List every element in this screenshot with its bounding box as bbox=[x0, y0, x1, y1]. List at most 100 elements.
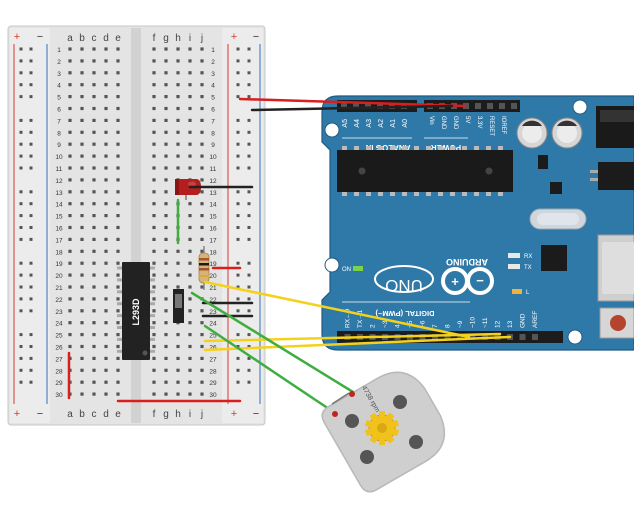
breadboard-hole[interactable] bbox=[80, 214, 84, 218]
breadboard-hole[interactable] bbox=[152, 297, 156, 301]
breadboard-hole[interactable] bbox=[188, 237, 192, 241]
breadboard-hole[interactable] bbox=[200, 130, 204, 134]
rail-hole[interactable] bbox=[19, 95, 23, 99]
breadboard-hole[interactable] bbox=[164, 178, 168, 182]
breadboard-hole[interactable] bbox=[188, 356, 192, 360]
breadboard-hole[interactable] bbox=[116, 344, 120, 349]
breadboard-hole[interactable] bbox=[164, 106, 168, 111]
breadboard-hole[interactable] bbox=[68, 166, 72, 170]
breadboard-hole[interactable] bbox=[200, 154, 204, 158]
slide-switch[interactable] bbox=[173, 289, 184, 323]
rail-hole[interactable] bbox=[19, 47, 23, 51]
breadboard-hole[interactable] bbox=[116, 118, 120, 122]
breadboard-hole[interactable] bbox=[80, 59, 84, 63]
breadboard-hole[interactable] bbox=[92, 237, 96, 241]
breadboard-hole[interactable] bbox=[68, 237, 72, 241]
rail-hole[interactable] bbox=[19, 226, 23, 229]
breadboard-hole[interactable] bbox=[188, 95, 192, 99]
breadboard-hole[interactable] bbox=[80, 249, 84, 253]
rail-hole[interactable] bbox=[29, 333, 33, 337]
rail-hole[interactable] bbox=[19, 309, 23, 313]
breadboard-hole[interactable] bbox=[164, 190, 168, 194]
breadboard-hole[interactable] bbox=[80, 178, 84, 182]
breadboard-hole[interactable] bbox=[104, 380, 108, 384]
breadboard-hole[interactable] bbox=[164, 368, 168, 372]
breadboard-hole[interactable] bbox=[104, 225, 108, 230]
breadboard-hole[interactable] bbox=[104, 106, 108, 111]
breadboard-hole[interactable] bbox=[164, 344, 168, 349]
breadboard-hole[interactable] bbox=[92, 249, 96, 253]
breadboard-hole[interactable] bbox=[200, 166, 204, 170]
rail-hole[interactable] bbox=[247, 154, 251, 158]
rail-hole[interactable] bbox=[29, 202, 33, 206]
breadboard-hole[interactable] bbox=[116, 178, 120, 182]
breadboard-hole[interactable] bbox=[104, 47, 108, 51]
breadboard-hole[interactable] bbox=[80, 118, 84, 122]
rail-hole[interactable] bbox=[19, 154, 23, 158]
rail-hole[interactable] bbox=[236, 368, 240, 372]
rail-hole[interactable] bbox=[247, 261, 251, 265]
breadboard-hole[interactable] bbox=[152, 47, 156, 51]
breadboard-hole[interactable] bbox=[188, 166, 192, 170]
breadboard-hole[interactable] bbox=[200, 47, 204, 51]
rail-hole[interactable] bbox=[247, 273, 251, 277]
breadboard-hole[interactable] bbox=[164, 154, 168, 158]
breadboard-hole[interactable] bbox=[104, 309, 108, 313]
breadboard-hole[interactable] bbox=[68, 130, 72, 134]
rail-hole[interactable] bbox=[247, 71, 251, 75]
breadboard-hole[interactable] bbox=[92, 285, 96, 289]
breadboard-hole[interactable] bbox=[176, 344, 180, 349]
breadboard-hole[interactable] bbox=[80, 225, 84, 230]
breadboard-hole[interactable] bbox=[80, 368, 84, 372]
breadboard-hole[interactable] bbox=[200, 333, 204, 337]
breadboard-hole[interactable] bbox=[80, 202, 84, 206]
rail-hole[interactable] bbox=[19, 130, 23, 134]
rail-hole[interactable] bbox=[236, 226, 240, 229]
breadboard-hole[interactable] bbox=[116, 297, 120, 301]
breadboard-hole[interactable] bbox=[68, 309, 72, 313]
rail-hole[interactable] bbox=[247, 368, 251, 372]
rail-hole[interactable] bbox=[29, 47, 33, 51]
rail-hole[interactable] bbox=[247, 285, 251, 289]
breadboard-hole[interactable] bbox=[164, 142, 168, 146]
breadboard-hole[interactable] bbox=[152, 309, 156, 313]
breadboard-hole[interactable] bbox=[92, 130, 96, 134]
breadboard-hole[interactable] bbox=[116, 166, 120, 170]
breadboard-hole[interactable] bbox=[152, 154, 156, 158]
breadboard-hole[interactable] bbox=[188, 130, 192, 134]
breadboard-hole[interactable] bbox=[116, 356, 120, 360]
breadboard-hole[interactable] bbox=[200, 309, 204, 313]
breadboard-hole[interactable] bbox=[188, 321, 192, 325]
rail-hole[interactable] bbox=[247, 142, 251, 146]
breadboard-hole[interactable] bbox=[92, 190, 96, 194]
breadboard-hole[interactable] bbox=[188, 297, 192, 301]
breadboard-hole[interactable] bbox=[92, 95, 96, 99]
breadboard-hole[interactable] bbox=[152, 178, 156, 182]
breadboard-hole[interactable] bbox=[68, 261, 72, 265]
rail-hole[interactable] bbox=[19, 142, 23, 146]
breadboard-hole[interactable] bbox=[104, 71, 108, 75]
rail-hole[interactable] bbox=[19, 345, 23, 348]
breadboard-hole[interactable] bbox=[116, 392, 120, 396]
breadboard-hole[interactable] bbox=[92, 106, 96, 111]
breadboard-hole[interactable] bbox=[176, 59, 180, 63]
breadboard-hole[interactable] bbox=[68, 344, 72, 349]
breadboard-hole[interactable] bbox=[68, 202, 72, 206]
breadboard-hole[interactable] bbox=[92, 166, 96, 170]
rail-hole[interactable] bbox=[19, 333, 23, 337]
breadboard-hole[interactable] bbox=[176, 130, 180, 134]
rail-hole[interactable] bbox=[29, 142, 33, 146]
breadboard-hole[interactable] bbox=[92, 59, 96, 63]
breadboard-hole[interactable] bbox=[104, 356, 108, 360]
breadboard-hole[interactable] bbox=[200, 344, 204, 349]
breadboard-hole[interactable] bbox=[188, 380, 192, 384]
rail-hole[interactable] bbox=[29, 380, 33, 384]
breadboard-hole[interactable] bbox=[176, 118, 180, 122]
breadboard-hole[interactable] bbox=[164, 297, 168, 301]
breadboard-hole[interactable] bbox=[188, 83, 192, 87]
breadboard-hole[interactable] bbox=[116, 380, 120, 384]
rail-hole[interactable] bbox=[19, 71, 23, 75]
rail-hole[interactable] bbox=[29, 356, 33, 360]
breadboard-hole[interactable] bbox=[104, 166, 108, 170]
rail-hole[interactable] bbox=[247, 118, 251, 122]
